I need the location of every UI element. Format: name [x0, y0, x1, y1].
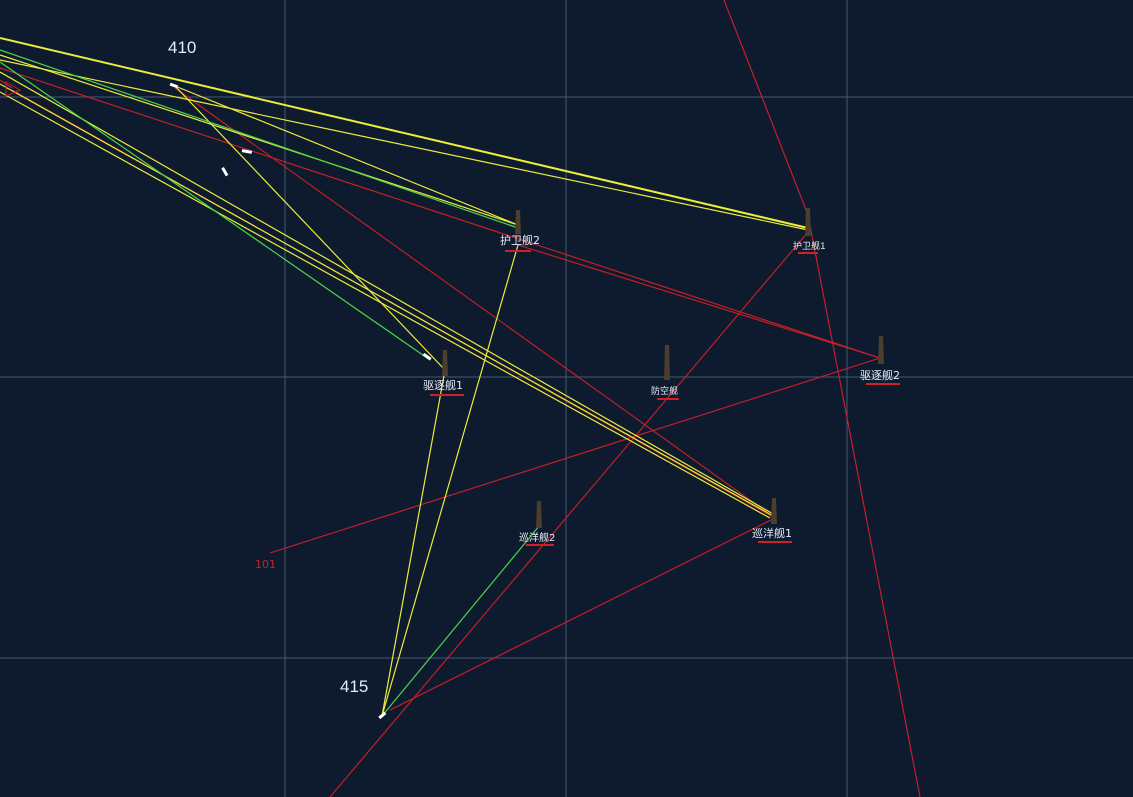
- ship-label-cruiser-1: 巡洋舰1: [752, 526, 792, 540]
- green-track: [381, 524, 541, 717]
- yellow-track: [381, 369, 446, 717]
- yellow-track: [0, 83, 776, 518]
- ship-silhouette-icon: [536, 501, 542, 528]
- aircraft-icon[interactable]: [221, 167, 229, 177]
- ship-cruiser-2[interactable]: [526, 501, 554, 546]
- ship-silhouette-icon: [878, 336, 884, 364]
- red-track: [807, 214, 921, 797]
- ship-label-destroyer-2: 驱逐舰2: [860, 368, 900, 382]
- red-track: [517, 244, 881, 359]
- yellow-track: [0, 54, 519, 226]
- yellow-track: [0, 71, 776, 516]
- aircraft-icon[interactable]: [422, 352, 432, 361]
- red-track: [269, 357, 881, 554]
- yellow-track: [0, 59, 809, 231]
- yellow-track: [0, 37, 809, 229]
- ship-aa-ship[interactable]: [657, 345, 679, 400]
- red-track: [174, 87, 776, 519]
- aircraft-label-410: 410: [168, 38, 196, 57]
- green-tracks: [0, 49, 541, 717]
- yellow-track: [174, 85, 446, 371]
- aircraft-icon[interactable]: [169, 82, 179, 89]
- aircraft-icon[interactable]: [378, 711, 387, 720]
- red-track: [0, 67, 881, 359]
- ship-destroyer-2[interactable]: [866, 336, 900, 385]
- target-label-101: 101: [255, 558, 276, 571]
- ship-silhouette-icon: [805, 208, 811, 236]
- yellow-track: [174, 85, 519, 226]
- green-track: [0, 49, 519, 229]
- red-track: [329, 231, 809, 797]
- aircraft-label-415: 415: [340, 677, 368, 696]
- green-track: [0, 61, 431, 361]
- aircraft-icon[interactable]: [241, 149, 253, 154]
- ship-silhouette-icon: [515, 210, 521, 234]
- ship-frigate-2[interactable]: [505, 210, 531, 252]
- ship-label-frigate-1: 护卫舰1: [793, 240, 826, 252]
- ship-label-cruiser-2: 巡洋舰2: [519, 531, 555, 544]
- ship-silhouette-icon: [771, 498, 777, 524]
- ship-label-aa-ship: 防空舰: [651, 385, 678, 397]
- red-tracks: [0, 0, 921, 797]
- ship-label-destroyer-1: 驱逐舰1: [423, 378, 463, 392]
- yellow-track: [381, 244, 519, 717]
- red-track: [389, 517, 776, 711]
- ship-silhouette-icon: [664, 345, 670, 380]
- yellow-tracks: [0, 37, 809, 717]
- ship-frigate-1[interactable]: [798, 208, 818, 254]
- ship-label-frigate-2: 护卫舰2: [500, 233, 540, 247]
- aircraft-icon[interactable]: [5, 81, 22, 97]
- yellow-track: [0, 91, 771, 519]
- ship-cruiser-1[interactable]: [758, 498, 792, 543]
- ship-destroyer-1[interactable]: [430, 350, 464, 396]
- ship-silhouette-icon: [442, 350, 448, 376]
- red-track: [723, 0, 809, 216]
